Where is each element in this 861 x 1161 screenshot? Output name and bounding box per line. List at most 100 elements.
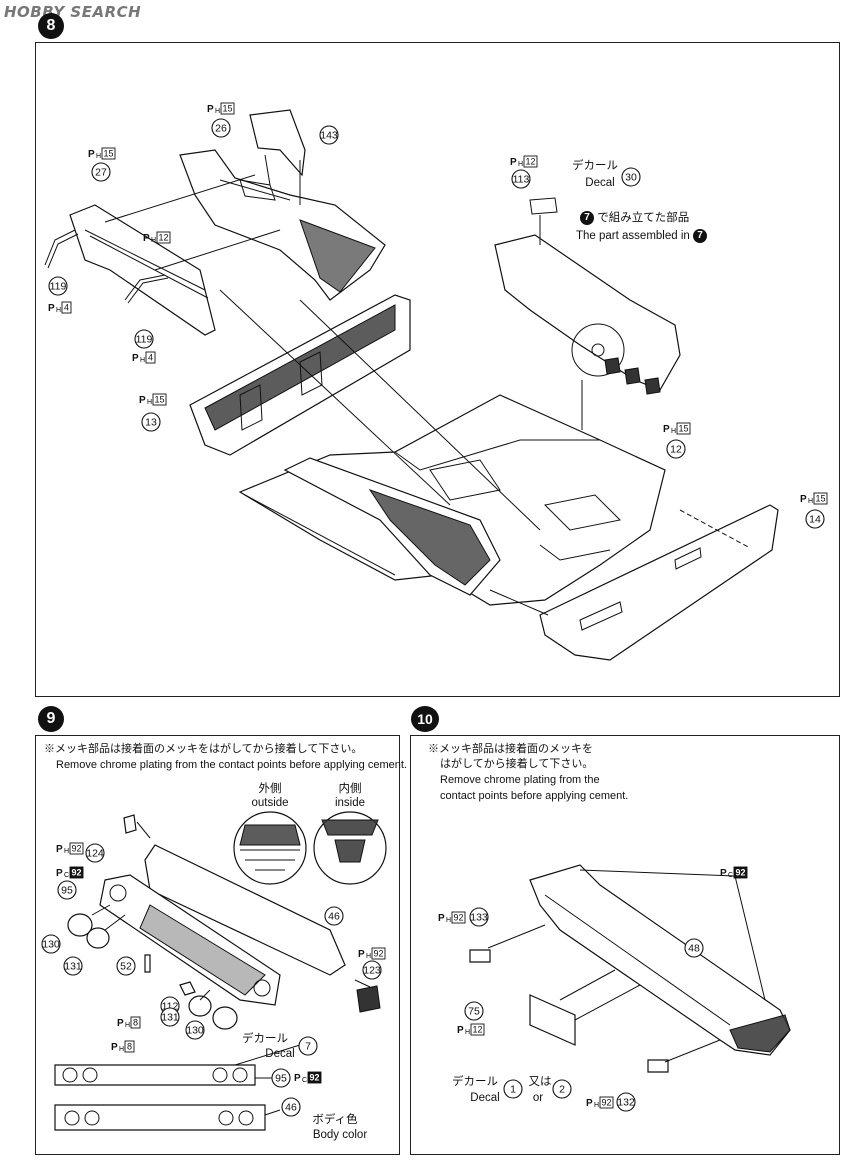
callout-step8-3: 113 bbox=[511, 169, 531, 189]
part-124 bbox=[123, 814, 137, 834]
tag-num: 8 bbox=[127, 1042, 132, 1052]
tag-code: H bbox=[56, 307, 61, 314]
steering-wheel bbox=[571, 323, 625, 377]
or-en: or bbox=[532, 1092, 544, 1104]
step9-drawing bbox=[54, 811, 387, 1131]
tag-p: P bbox=[48, 303, 55, 314]
tag-code: H bbox=[64, 848, 69, 855]
plate-75 bbox=[529, 994, 576, 1046]
callout-text: 95 bbox=[61, 885, 73, 897]
callout-text: 48 bbox=[688, 943, 700, 955]
callout-step9-0: 124 bbox=[85, 843, 105, 863]
decal-callout-1: 1 bbox=[503, 1079, 523, 1099]
callout-step9-3: 131 bbox=[63, 956, 83, 976]
decal-113 bbox=[529, 197, 558, 215]
step8-panel bbox=[35, 42, 840, 697]
callout-step9-2: 130 bbox=[41, 934, 61, 954]
tag-p: P bbox=[207, 104, 214, 115]
tag-num: 8 bbox=[133, 1018, 138, 1028]
tag-p: P bbox=[720, 868, 727, 879]
callout-text: 26 bbox=[215, 123, 227, 135]
assembled-en: The part assembled in 7 bbox=[576, 229, 707, 243]
body-color-en: Body color bbox=[312, 1129, 368, 1141]
callout-text: 131 bbox=[64, 961, 82, 973]
tag-code: H bbox=[151, 237, 156, 244]
tag-code: C bbox=[64, 872, 69, 879]
tag-code: H bbox=[671, 428, 676, 435]
assembled-ja-text: で組み立てた部品 bbox=[597, 212, 690, 225]
callout-step8-4: 30 bbox=[621, 167, 641, 187]
tag-num: 12 bbox=[158, 233, 168, 243]
side-panel bbox=[539, 504, 779, 661]
decal-callout-2: 2 bbox=[552, 1079, 572, 1099]
tag-code: H bbox=[147, 399, 152, 406]
decal-callout-text: 2 bbox=[559, 1084, 565, 1096]
bumper bbox=[529, 864, 791, 1056]
callout-text: 14 bbox=[809, 514, 821, 526]
grille-mesh bbox=[99, 874, 281, 1006]
tag-p: P bbox=[117, 1018, 124, 1029]
outside-en: outside bbox=[251, 797, 289, 809]
step8-number: 8 bbox=[38, 13, 64, 39]
part-133 bbox=[469, 949, 491, 963]
callout-step9-6: 123 bbox=[362, 960, 382, 980]
tag-num: 15 bbox=[103, 149, 113, 159]
step10-note-en-2: contact points before applying cement. bbox=[440, 790, 629, 802]
body-grille bbox=[54, 1104, 266, 1131]
callout-text: 130 bbox=[42, 939, 60, 951]
tag-num: 92 bbox=[309, 1073, 319, 1083]
step8-decal-en: Decal bbox=[585, 177, 615, 189]
tag-code: H bbox=[594, 1102, 599, 1109]
decal-callout-0: 7 bbox=[298, 1036, 318, 1056]
tag-num: 4 bbox=[148, 353, 153, 363]
tag-num: 15 bbox=[222, 104, 232, 114]
rear-bench bbox=[69, 204, 216, 336]
callout-text: 132 bbox=[617, 1097, 635, 1109]
tag-code: H bbox=[96, 153, 101, 160]
tag-p: P bbox=[510, 157, 517, 168]
tag-p: P bbox=[358, 949, 365, 960]
callout-step9-5: 46 bbox=[324, 906, 344, 926]
callout-step8-5: 119 bbox=[48, 276, 68, 296]
callout-step10-2: 75 bbox=[464, 1001, 484, 1021]
tag-code: H bbox=[518, 161, 523, 168]
tag-num: 15 bbox=[678, 424, 688, 434]
callout-step8-6: 119 bbox=[134, 329, 154, 349]
step8-decal-ja: デカール bbox=[572, 160, 618, 172]
tag-code: H bbox=[215, 108, 220, 115]
callout-text: 27 bbox=[95, 167, 107, 179]
callout-step8-2: 143 bbox=[319, 125, 339, 145]
callout-text: 119 bbox=[136, 334, 153, 346]
step8-drawing bbox=[44, 109, 779, 661]
assembled-step-icon-en: 7 bbox=[693, 229, 707, 243]
callout-step10-0: 133 bbox=[469, 907, 489, 927]
tag-num: 92 bbox=[71, 868, 81, 878]
tag-p: P bbox=[56, 844, 63, 855]
decal-callout-text: 7 bbox=[305, 1041, 311, 1053]
callout-step8-0: 26 bbox=[211, 118, 231, 138]
headrest-bracket bbox=[249, 109, 306, 177]
tag-code: C bbox=[728, 872, 733, 879]
tag-code: H bbox=[125, 1022, 130, 1029]
tag-code: H bbox=[465, 1029, 470, 1036]
outside-ja: 外側 bbox=[258, 783, 282, 795]
part-112 bbox=[179, 981, 196, 996]
watermark-text: HOBBY SEARCH bbox=[4, 3, 142, 21]
tag-num: 92 bbox=[453, 913, 463, 923]
inside-en: inside bbox=[334, 797, 366, 809]
assembled-ja: 7 で組み立てた部品 bbox=[580, 211, 689, 225]
assembled-en-text: The part assembled in bbox=[576, 230, 690, 243]
callout-step9-8: 131 bbox=[160, 1007, 180, 1027]
tag-num: 15 bbox=[815, 494, 825, 504]
